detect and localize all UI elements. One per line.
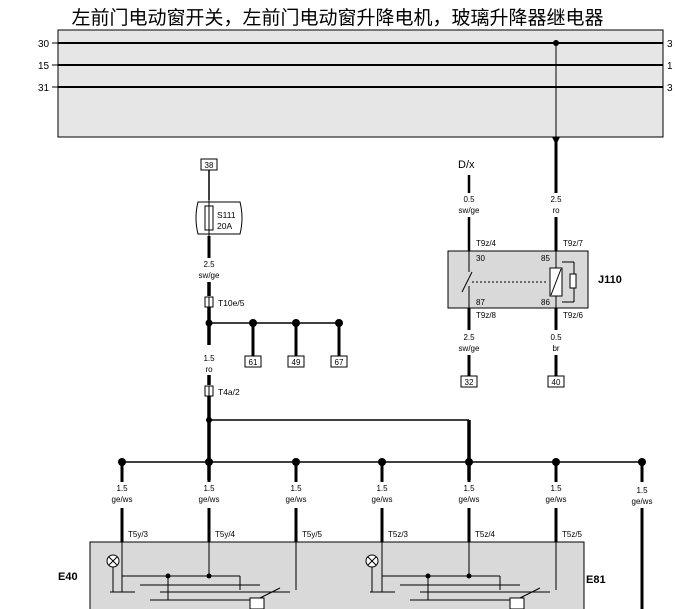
drop-5-color: ge/ws	[459, 495, 480, 504]
drop-3-conn: T5y/5	[302, 530, 323, 539]
relay-name: J110	[598, 274, 622, 286]
page-title: 左前门电动窗开关，左前门电动窗升降电机，玻璃升降器继电器	[71, 7, 604, 29]
out-left-color: sw/ge	[459, 344, 480, 353]
branch-terminal-49: 49	[292, 358, 301, 367]
mid-wire-color: ro	[205, 365, 213, 374]
drop-7-color: ge/ws	[632, 497, 653, 506]
rail-right-label-30: 3	[667, 39, 673, 50]
d-wire-size: 0.5	[463, 195, 475, 204]
drop-6-size: 1.5	[550, 484, 562, 493]
drop-4-color: ge/ws	[372, 495, 393, 504]
switch-right-label: E81	[586, 574, 606, 586]
rail-wire-color: ro	[552, 206, 560, 215]
out-right-terminal: 40	[552, 378, 561, 387]
relay-conn-4: T9z/6	[563, 311, 584, 320]
d-wire-color: sw/ge	[459, 206, 480, 215]
switch-left-label: E40	[58, 571, 78, 583]
drop-5-conn: T5z/4	[475, 530, 496, 539]
rail-label-15: 15	[38, 61, 50, 72]
out-right-size: 0.5	[550, 333, 562, 342]
rail-right-label-31: 3	[667, 83, 673, 94]
drop-2-conn: T5y/4	[215, 530, 236, 539]
relay-pin-30: 30	[476, 254, 485, 263]
drop-3-size: 1.5	[290, 484, 302, 493]
mid-wire-size: 1.5	[203, 354, 215, 363]
power-rail-panel	[57, 29, 664, 138]
connector-t4a-label: T4a/2	[218, 387, 240, 397]
relay-pin-86: 86	[541, 298, 550, 307]
branch-terminal-61: 61	[249, 358, 258, 367]
drop-6-conn: T5z/5	[562, 530, 583, 539]
relay-internal	[461, 251, 577, 308]
drop-2-color: ge/ws	[199, 495, 220, 504]
drop-1-size: 1.5	[116, 484, 128, 493]
rail-label-31: 31	[38, 83, 50, 94]
drop-3-color: ge/ws	[286, 495, 307, 504]
drop-4-conn: T5z/3	[388, 530, 409, 539]
fuse-rating: 20A	[217, 221, 232, 231]
drop-4-size: 1.5	[376, 484, 388, 493]
d-label: D/x	[458, 159, 475, 171]
relay-pin-85: 85	[541, 254, 550, 263]
connector-t10e-label: T10e/5	[218, 298, 245, 308]
relay-conn-2: T9z/7	[563, 239, 584, 248]
relay-j110	[447, 250, 589, 309]
out-right-color: br	[552, 344, 559, 353]
rail-label-30: 30	[38, 39, 50, 50]
rail-wire-size: 2.5	[550, 195, 562, 204]
switch-e40-internal	[106, 542, 297, 609]
fuse-name: S111	[217, 210, 236, 220]
drop-2-size: 1.5	[203, 484, 215, 493]
branch-terminal-67: 67	[335, 358, 344, 367]
drop-1-color: ge/ws	[112, 495, 133, 504]
fuse-out-color: sw/ge	[199, 271, 220, 280]
drop-7-size: 1.5	[636, 486, 648, 495]
drop-5-size: 1.5	[463, 484, 475, 493]
relay-conn-3: T9z/8	[476, 311, 497, 320]
switch-e81-internal	[365, 542, 557, 609]
drop-6-color: ge/ws	[546, 495, 567, 504]
rail-right-label-15: 1	[667, 61, 673, 72]
out-left-terminal: 32	[465, 378, 474, 387]
relay-conn-1: T9z/4	[476, 239, 497, 248]
fuse-out-size: 2.5	[203, 260, 215, 269]
fuse-terminal-label: 38	[205, 161, 214, 170]
drop-1-conn: T5y/3	[128, 530, 149, 539]
out-left-size: 2.5	[463, 333, 475, 342]
relay-pin-87: 87	[476, 298, 485, 307]
